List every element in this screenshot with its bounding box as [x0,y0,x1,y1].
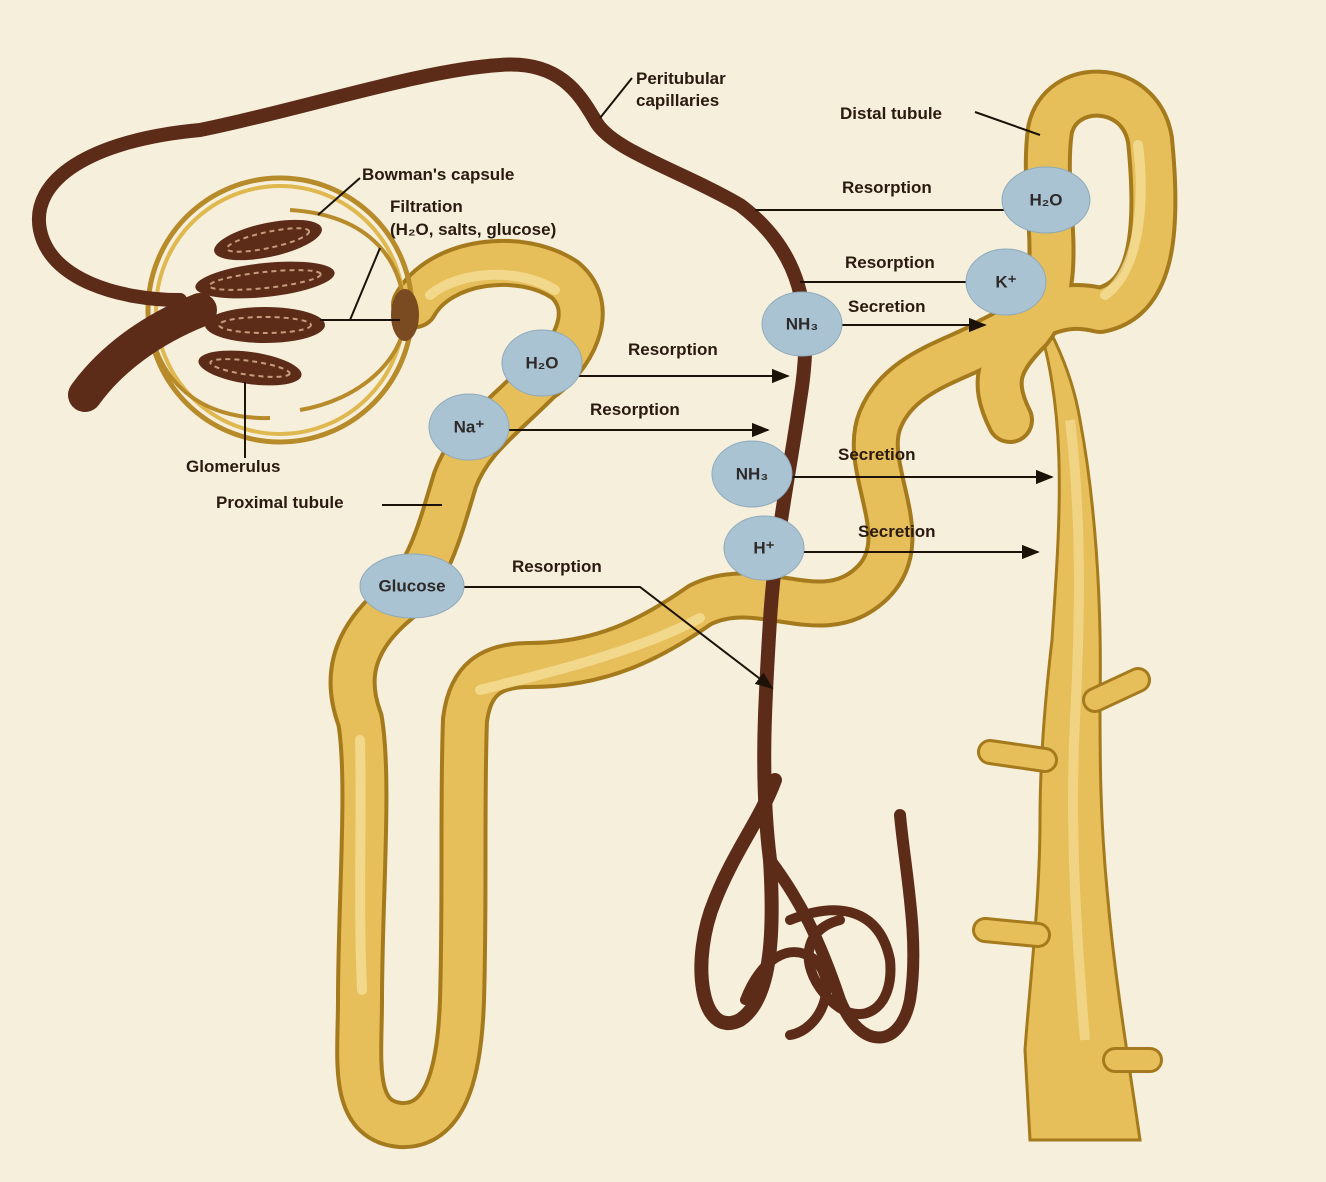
ion-glucose: Glucose [360,554,464,618]
ion-k: K⁺ [966,249,1046,315]
label-resorption-h2o-distal: Resorption [842,178,932,197]
svg-text:NH₃: NH₃ [736,465,768,484]
label-peritubular-line2: capillaries [636,91,719,110]
label-secretion-nh3-top: Secretion [848,297,925,316]
label-glomerulus: Glomerulus [186,457,280,476]
label-distal-tubule: Distal tubule [840,104,942,123]
leader-filtration-diagonal [350,248,380,320]
label-secretion-h: Secretion [858,522,935,541]
ion-na: Na⁺ [429,394,509,460]
svg-text:NH₃: NH₃ [786,315,818,334]
svg-text:K⁺: K⁺ [995,273,1016,292]
svg-text:H⁺: H⁺ [753,539,774,558]
ion-h2o-proximal: H₂O [502,330,582,396]
label-secretion-nh3-mid: Secretion [838,445,915,464]
svg-text:Na⁺: Na⁺ [454,418,485,437]
label-proximal-tubule: Proximal tubule [216,493,344,512]
label-resorption-na: Resorption [590,400,680,419]
label-filtration-line2: (H₂O, salts, glucose) [390,220,556,239]
ion-nh3-top: NH₃ [762,292,842,356]
svg-text:H₂O: H₂O [525,354,558,373]
svg-text:Glucose: Glucose [378,577,445,596]
leader-peritubular [600,78,632,118]
label-resorption-k: Resorption [845,253,935,272]
ion-h: H⁺ [724,516,804,580]
label-leaders [245,78,1040,505]
svg-text:H₂O: H₂O [1029,191,1062,210]
glomerulus-tuft [85,212,336,395]
label-filtration-line1: Filtration [390,197,463,216]
label-bowmans-capsule: Bowman's capsule [362,165,514,184]
label-resorption-glucose: Resorption [512,557,602,576]
ion-h2o-distal: H₂O [1002,167,1090,233]
label-resorption-h2o-proximal: Resorption [628,340,718,359]
ion-nh3-mid: NH₃ [712,441,792,507]
label-peritubular-line1: Peritubular [636,69,726,88]
